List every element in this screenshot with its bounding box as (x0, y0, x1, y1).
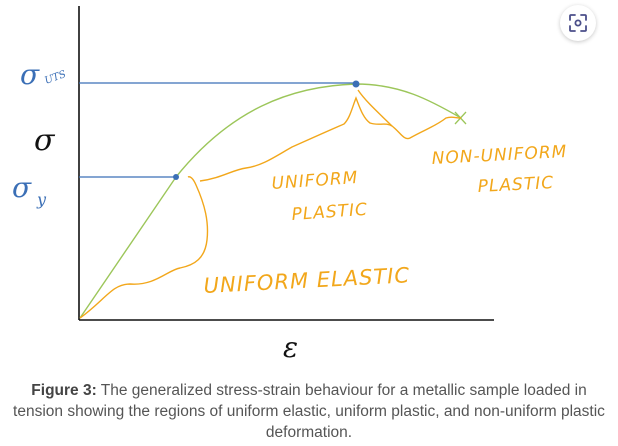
uniform-plastic-bracket (199, 96, 393, 182)
sigma-uts-label: σ (20, 58, 40, 91)
stress-strain-figure: σ UTS σ σ y ε UNIFORM PLASTIC NON-UNIFOR… (12, 5, 596, 364)
uts-point (352, 80, 360, 88)
stress-strain-curve (79, 83, 462, 319)
uniform-plastic-label-line1: UNIFORM (271, 168, 359, 194)
non-uniform-plastic-bracket (357, 89, 462, 140)
uniform-elastic-label: UNIFORM ELASTIC (203, 263, 411, 298)
sigma-axis-label: σ (34, 123, 56, 158)
caption-text: The generalized stress-strain behaviour … (13, 382, 605, 441)
sigma-y-label: σ (12, 171, 32, 204)
expand-icon (569, 14, 587, 32)
non-uniform-plastic-label-line1: NON-UNIFORM (431, 142, 568, 169)
expand-button[interactable] (560, 5, 596, 41)
uniform-elastic-bracket (79, 176, 209, 319)
stress-strain-diagram: σ UTS σ σ y ε UNIFORM PLASTIC NON-UNIFOR… (12, 6, 568, 364)
caption-label: Figure 3: (31, 382, 97, 399)
sigma-y-subscript: y (36, 190, 47, 209)
yield-point (173, 174, 179, 180)
figure-caption: Figure 3: The generalized stress-strain … (0, 380, 618, 444)
uniform-plastic-label-line2: PLASTIC (291, 200, 369, 225)
sigma-uts-subscript: UTS (43, 69, 68, 87)
epsilon-axis-label: ε (283, 331, 298, 364)
non-uniform-plastic-label-line2: PLASTIC (477, 173, 554, 197)
